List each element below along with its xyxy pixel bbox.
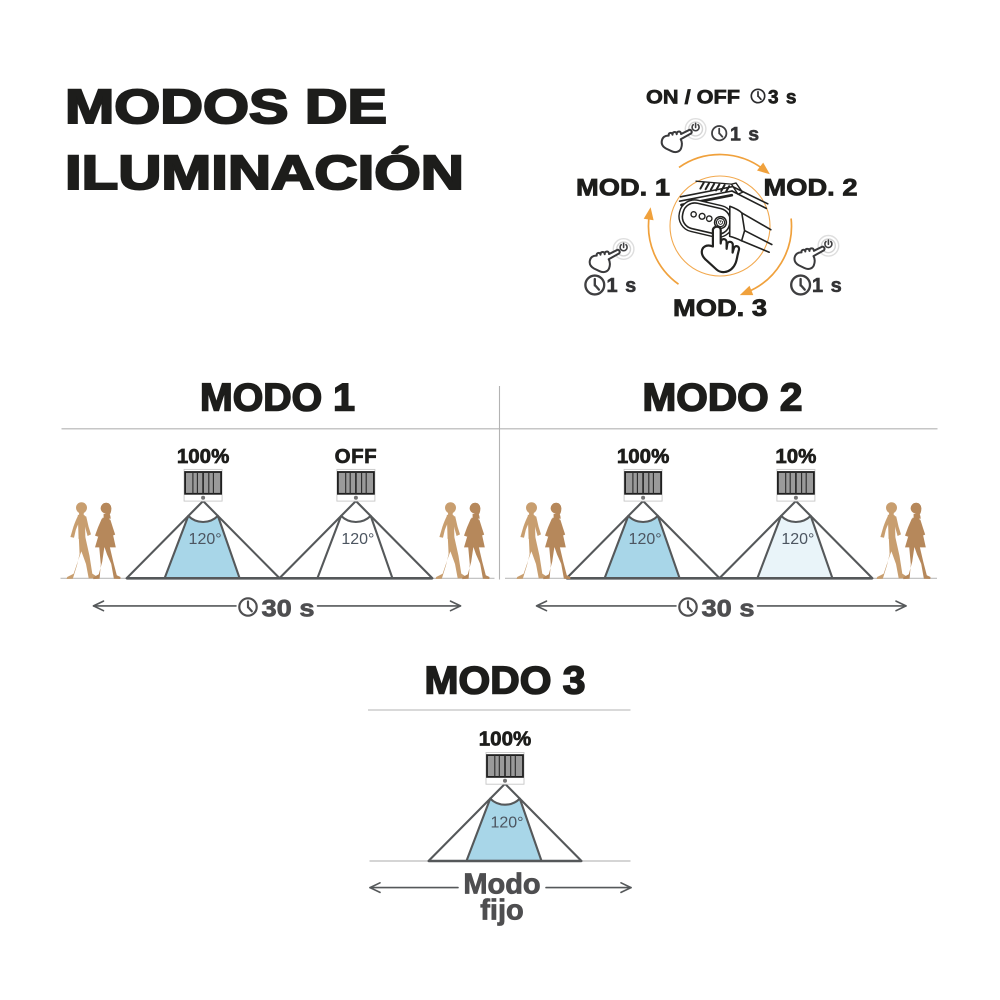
svg-text:10%: 10%: [775, 445, 816, 468]
svg-text:1 s: 1 s: [607, 275, 638, 297]
svg-text:MODOS DE: MODOS DE: [65, 80, 387, 134]
svg-text:MODO 2: MODO 2: [643, 377, 803, 420]
svg-text:MOD. 3: MOD. 3: [673, 295, 767, 322]
svg-text:Modo: Modo: [463, 869, 540, 901]
svg-text:30 s: 30 s: [702, 596, 755, 623]
svg-text:MOD. 2: MOD. 2: [764, 174, 858, 201]
svg-text:120°: 120°: [341, 531, 374, 548]
svg-text:ILUMINACIÓN: ILUMINACIÓN: [65, 145, 464, 200]
svg-text:OFF: OFF: [335, 445, 378, 468]
svg-text:120°: 120°: [490, 815, 523, 832]
svg-text:120°: 120°: [629, 531, 662, 548]
svg-text:3 s: 3 s: [768, 88, 797, 109]
svg-text:30 s: 30 s: [262, 596, 315, 623]
svg-text:100%: 100%: [177, 445, 229, 468]
svg-text:ON / OFF: ON / OFF: [646, 88, 740, 109]
svg-text:fijo: fijo: [480, 895, 524, 927]
svg-text:MODO 1: MODO 1: [200, 377, 355, 420]
svg-text:120°: 120°: [781, 531, 814, 548]
svg-text:MOD. 1: MOD. 1: [576, 174, 670, 201]
svg-text:MODO 3: MODO 3: [425, 660, 586, 703]
svg-text:120°: 120°: [189, 531, 222, 548]
svg-text:1 s: 1 s: [812, 275, 843, 297]
svg-text:100%: 100%: [617, 445, 669, 468]
svg-text:1 s: 1 s: [730, 124, 760, 146]
svg-text:100%: 100%: [479, 728, 531, 751]
